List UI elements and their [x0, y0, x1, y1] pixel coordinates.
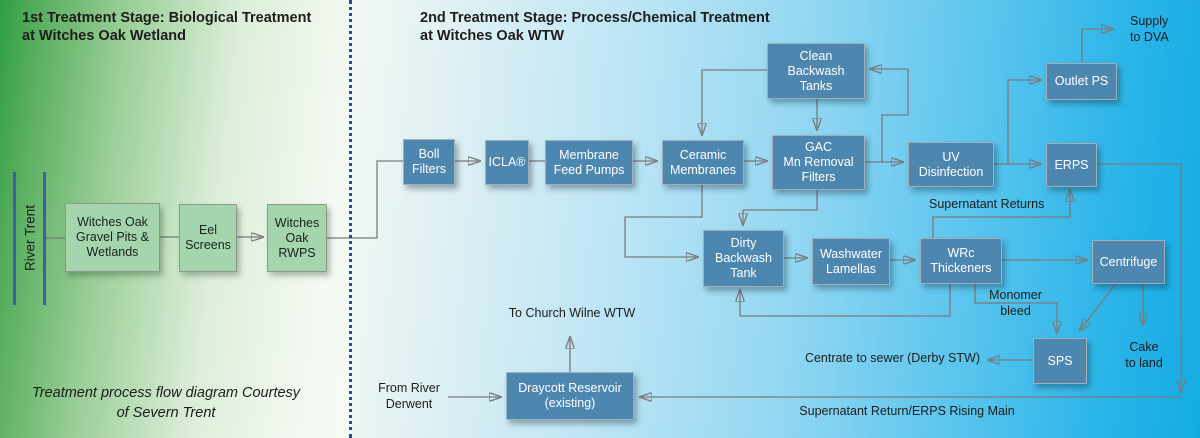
label-supply-to-dva: Supply to DVA: [1130, 14, 1169, 44]
node-boll-filters: Boll Filters: [403, 139, 455, 185]
river-trent-line-left: [13, 172, 16, 305]
node-clean-backwash-tanks: Clean Backwash Tanks: [767, 43, 865, 99]
label-rising-main: Supernatant Return/ERPS Rising Main: [799, 404, 1015, 418]
label-supernatant-returns: Supernatant Returns: [929, 197, 1045, 211]
node-draycott-reservoir: Draycott Reservoir (existing): [506, 372, 634, 420]
node-sps: SPS: [1033, 338, 1087, 384]
node-erps: ERPS: [1046, 143, 1097, 187]
node-witches-oak-rwps: Witches Oak RWPS: [267, 204, 327, 272]
label-from-river-derwent: From River Derwent: [378, 381, 440, 411]
node-dirty-backwash-tank: Dirty Backwash Tank: [703, 230, 784, 287]
stage-divider: [349, 0, 352, 438]
stage2-title: 2nd Treatment Stage: Process/Chemical Tr…: [420, 10, 770, 44]
node-washwater-lamellas: Washwater Lamellas: [812, 238, 890, 285]
node-membrane-feed-pumps: Membrane Feed Pumps: [545, 140, 633, 185]
label-centrate-to-sewer: Centrate to sewer (Derby STW): [804, 351, 980, 365]
node-eel-screens: Eel Screens: [179, 204, 237, 272]
diagram-credit: Treatment process flow diagram Courtesy …: [31, 385, 301, 421]
node-ceramic-membranes: Ceramic Membranes: [662, 140, 744, 185]
node-gac-mn-removal-filters: GAC Mn Removal Filters: [772, 135, 865, 190]
stage1-title: 1st Treatment Stage: Biological Treatmen…: [22, 10, 312, 44]
node-wrc-thickeners: WRc Thickeners: [920, 238, 1002, 284]
river-trent-label: River Trent: [22, 204, 38, 272]
label-to-church-wilne: To Church Wilne WTW: [508, 306, 636, 320]
node-witches-oak-gravel-pits: Witches Oak Gravel Pits & Wetlands: [65, 203, 160, 272]
label-cake-to-land: Cake to land: [1125, 340, 1163, 370]
node-outlet-ps: Outlet PS: [1046, 63, 1117, 100]
label-monomer-bleed: Monomer bleed: [989, 288, 1042, 318]
node-uv-disinfection: UV Disinfection: [908, 142, 994, 187]
node-icla: ICLA®: [485, 140, 529, 185]
river-trent-line-right: [43, 172, 46, 305]
node-centrifuge: Centrifuge: [1092, 240, 1165, 284]
